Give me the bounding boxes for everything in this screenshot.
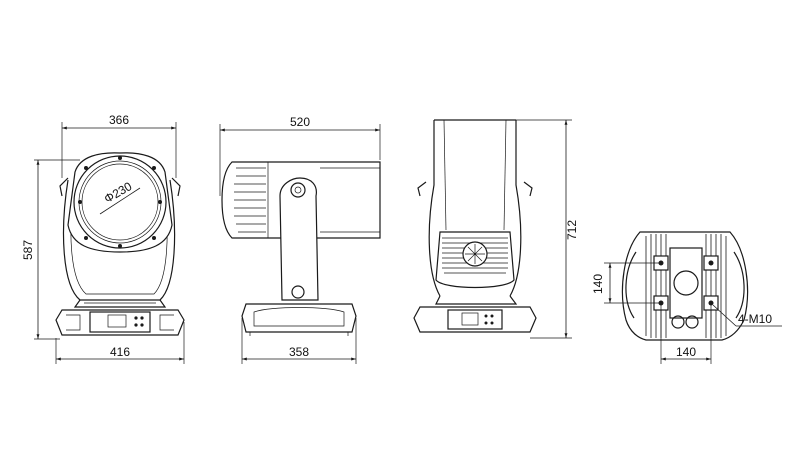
dim-rear-height: 712 (565, 220, 579, 240)
side-view: 520 358 (219, 115, 381, 364)
dim-front-width: 366 (109, 113, 129, 127)
dim-base-width: 416 (110, 345, 130, 359)
dim-total-height: 587 (21, 240, 35, 260)
dim-bottom-horizontal: 140 (676, 345, 696, 359)
dim-bottom-vertical: 140 (591, 274, 605, 294)
mount-holes-label: 4-M10 (738, 312, 772, 326)
bottom-view: 140 140 4-M10 (591, 231, 782, 364)
dim-side-base: 358 (289, 345, 309, 359)
rear-view: 712 (413, 119, 579, 339)
dim-side-length: 520 (290, 115, 310, 129)
front-view: 366 Φ230 587 416 (21, 113, 185, 364)
